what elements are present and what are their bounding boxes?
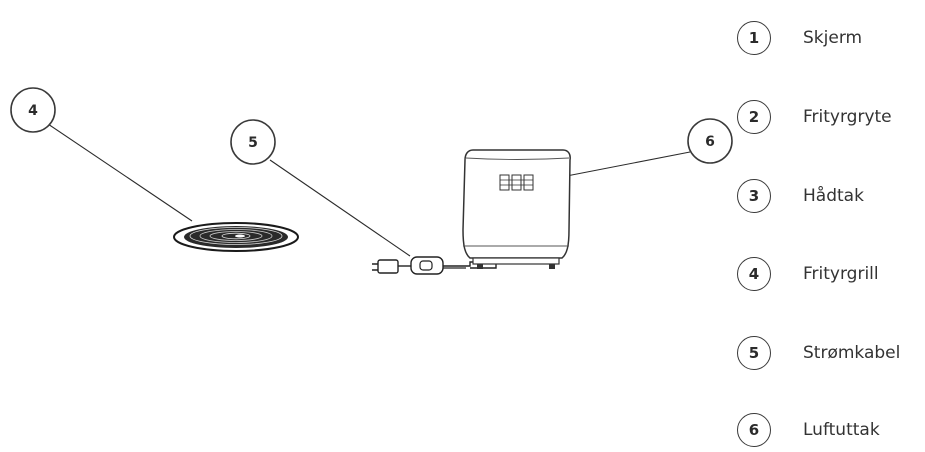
legend-label-6: Luftuttak bbox=[803, 420, 880, 440]
leader-line-4 bbox=[47, 123, 193, 222]
callout-4-number: 4 bbox=[28, 103, 38, 119]
callout-5-number: 5 bbox=[248, 135, 258, 151]
leader-line-5 bbox=[269, 159, 411, 257]
legend-item-3: 3 Hådtak bbox=[737, 176, 864, 216]
legend-item-1: 1 Skjerm bbox=[737, 18, 862, 58]
legend-number-2: 2 bbox=[737, 100, 771, 134]
callout-6: 6 bbox=[687, 118, 733, 164]
legend-number-5: 5 bbox=[737, 336, 771, 370]
air-fryer-illustration bbox=[462, 149, 571, 269]
callout-6-number: 6 bbox=[705, 134, 715, 150]
air-outlet-grille bbox=[499, 174, 534, 191]
legend-number-1: 1 bbox=[737, 21, 771, 55]
legend-number-3: 3 bbox=[737, 179, 771, 213]
legend-item-5: 5 Strømkabel bbox=[737, 333, 900, 373]
power-cable-illustration bbox=[372, 256, 497, 275]
legend-item-6: 6 Luftuttak bbox=[737, 410, 880, 450]
legend-label-1: Skjerm bbox=[803, 28, 863, 48]
callout-4: 4 bbox=[10, 87, 56, 133]
legend-number-6: 6 bbox=[737, 413, 771, 447]
legend-label-2: Frityrgryte bbox=[803, 107, 892, 127]
callout-5: 5 bbox=[230, 119, 276, 165]
legend-number-4: 4 bbox=[737, 257, 771, 291]
legend-label-5: Strømkabel bbox=[803, 343, 901, 363]
legend-item-4: 4 Frityrgrill bbox=[737, 254, 879, 294]
legend-label-4: Frityrgrill bbox=[803, 264, 879, 284]
legend-item-2: 2 Frityrgryte bbox=[737, 97, 892, 137]
frying-grill-illustration bbox=[173, 222, 299, 252]
legend-label-3: Hådtak bbox=[803, 186, 864, 206]
